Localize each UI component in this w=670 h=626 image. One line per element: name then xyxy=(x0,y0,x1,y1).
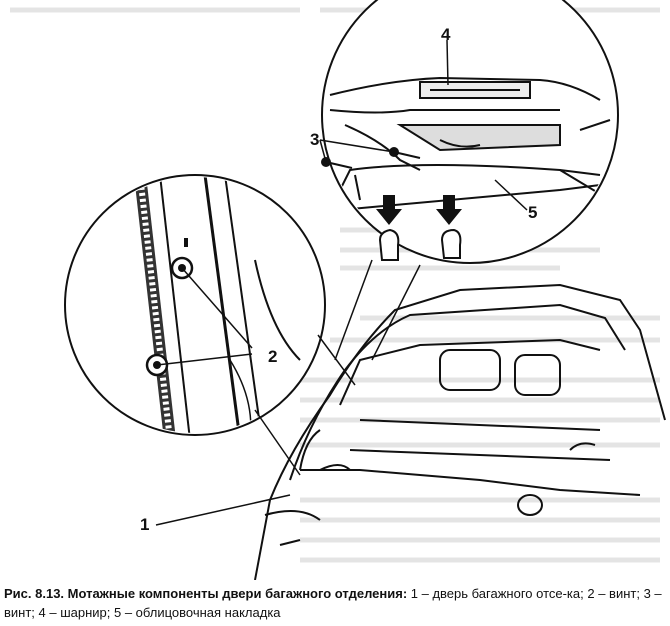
background-text-ghost xyxy=(10,7,660,563)
technical-illustration: 2 1 3 4 5 xyxy=(10,0,666,580)
callout-3: 3 xyxy=(310,130,319,149)
callout-4: 4 xyxy=(441,25,451,44)
clip-arrow-right xyxy=(436,195,462,259)
caption-text: 1 – дверь багажного отсе-ка; 2 – винт; 3… xyxy=(4,586,662,620)
detail-view-hinge-trim xyxy=(319,0,619,264)
callout-2: 2 xyxy=(268,347,277,366)
callout-1-leader xyxy=(155,494,291,526)
clip-arrow-left xyxy=(376,195,402,261)
detail-2-leader xyxy=(334,259,421,361)
car-rear-body xyxy=(254,283,666,580)
caption-title: Рис. 8.13. Мотажные компоненты двери баг… xyxy=(4,586,408,601)
figure-caption: Рис. 8.13. Мотажные компоненты двери баг… xyxy=(4,584,666,622)
callout-5: 5 xyxy=(528,203,537,222)
detail-1-leader xyxy=(254,334,356,476)
callout-1: 1 xyxy=(140,515,149,534)
detail-view-hinge-screws xyxy=(64,174,326,436)
